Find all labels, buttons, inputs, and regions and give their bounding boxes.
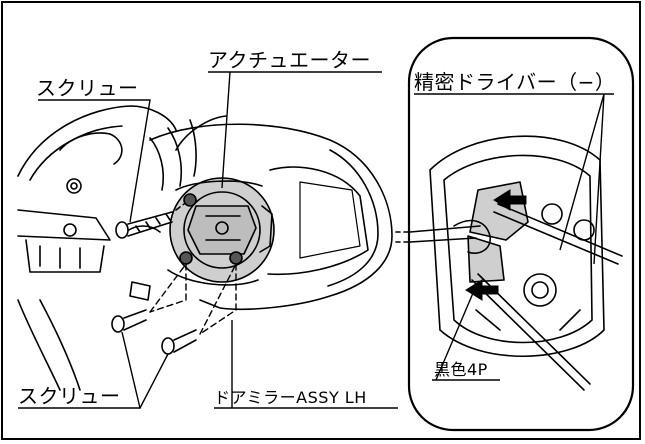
door-frame-bracket <box>17 105 197 391</box>
screw-path-lines <box>149 263 237 335</box>
label-mirror-assy: ドアミラーASSY LH <box>214 388 367 407</box>
label-screw-top: スクリュー <box>36 76 139 100</box>
mount-hole-left <box>179 251 193 265</box>
detail-view <box>395 36 635 432</box>
screw-1 <box>115 203 185 239</box>
arrow-upper <box>493 189 527 211</box>
screw-3 <box>161 329 197 355</box>
label-actuator: アクチュエーター <box>208 48 371 72</box>
door-mirror-housing <box>149 115 393 311</box>
screw-2 <box>111 309 147 333</box>
mount-hole-top <box>183 193 197 207</box>
label-screwdriver: 精密ドライバー（−） <box>414 70 616 94</box>
leader-lines <box>18 71 614 409</box>
label-connector: 黒色4P <box>434 360 488 379</box>
label-screw-bottom: スクリュー <box>18 384 121 408</box>
actuator <box>167 177 275 286</box>
arrow-lower <box>465 279 499 301</box>
mount-hole-right <box>229 251 243 265</box>
